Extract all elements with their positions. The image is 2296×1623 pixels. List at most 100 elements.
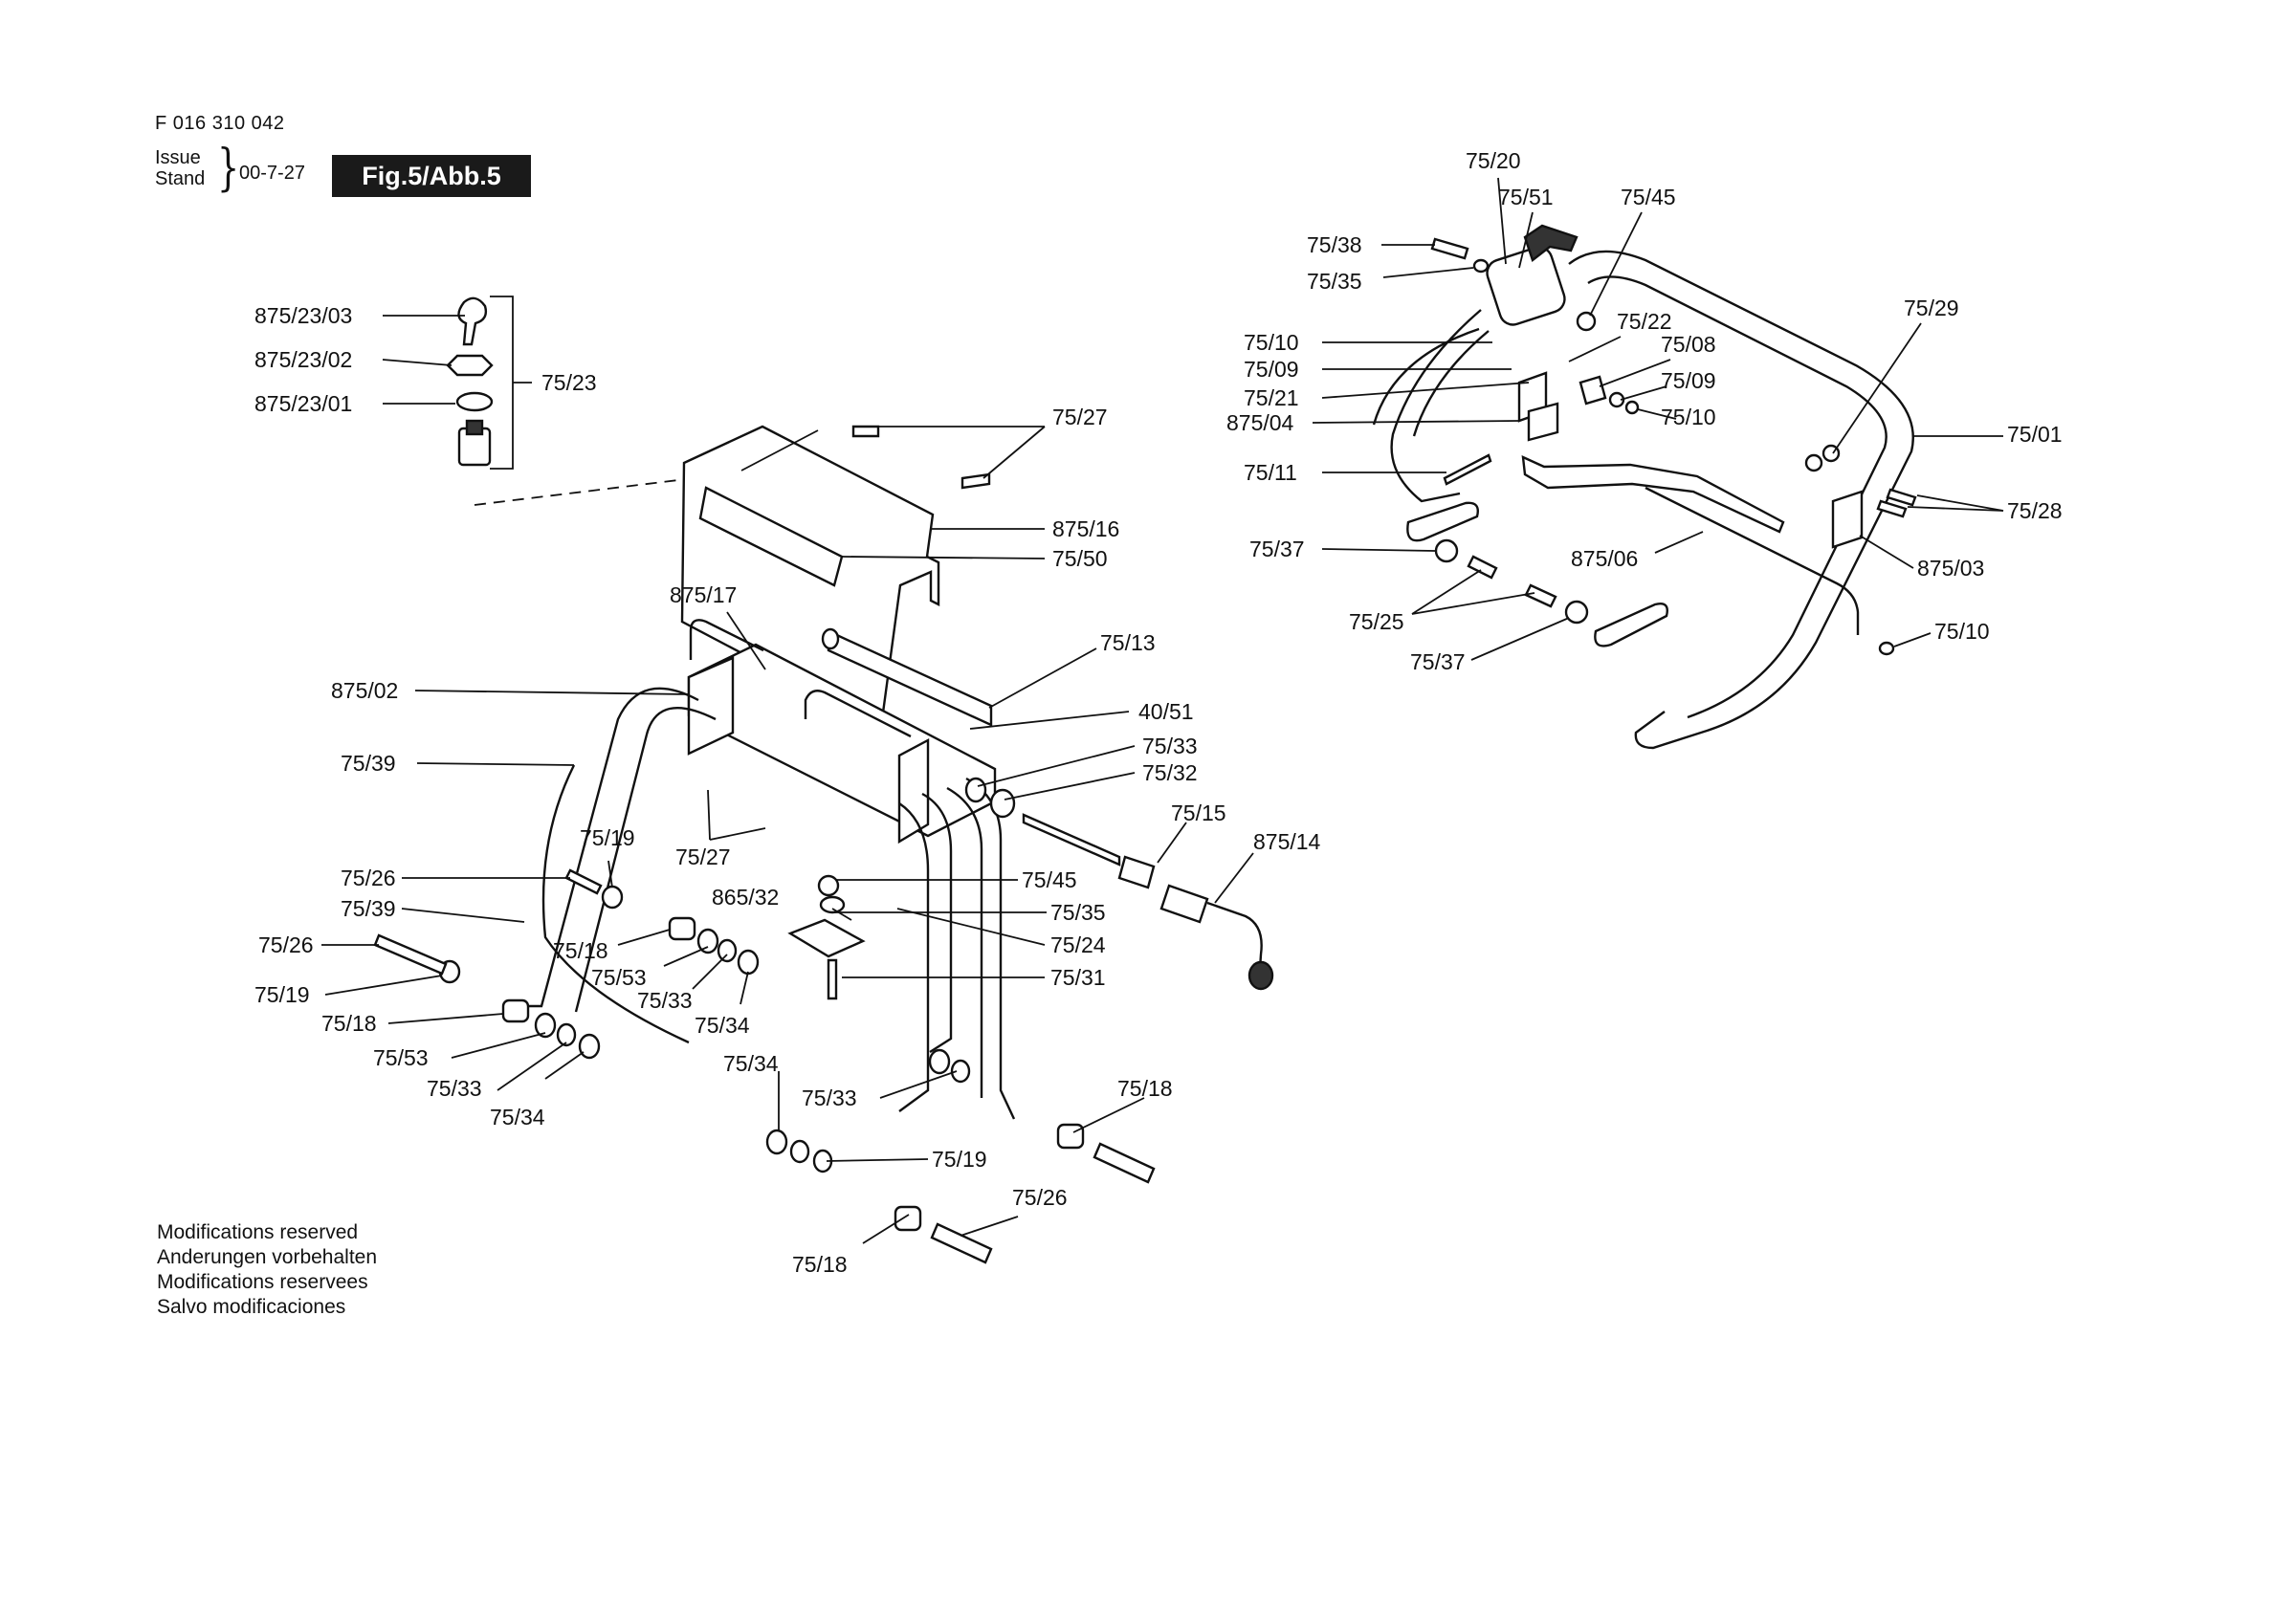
screw-75-27-a [851, 425, 880, 438]
part-label: 75/24 [1050, 932, 1106, 957]
part-label: 75/51 [1498, 185, 1554, 209]
nut-75-45 [817, 874, 840, 897]
nut-75-45-r [1576, 311, 1597, 332]
washer-75-37-b [1564, 600, 1589, 625]
part-label: 75/21 [1244, 385, 1299, 410]
screw-75-38 [1430, 237, 1469, 260]
part-label: 75/09 [1661, 368, 1716, 393]
handle-left-leg-in [1412, 330, 1490, 437]
part-label: 75/53 [373, 1045, 429, 1070]
washer-75-35 [819, 895, 846, 914]
tube-right-a [946, 786, 983, 1098]
part-label: 75/33 [427, 1076, 482, 1101]
throttle-lever [1523, 224, 1578, 262]
part-label: 875/23/02 [254, 347, 352, 372]
part-label: 75/26 [341, 866, 396, 890]
issue-stand-labels: Issue Stand [155, 147, 205, 189]
part-label: 875/14 [1253, 829, 1321, 854]
part-label: 75/20 [1466, 148, 1521, 173]
part-label: 75/37 [1410, 649, 1466, 674]
part-label: 75/18 [792, 1252, 848, 1277]
part-label: 75/19 [254, 982, 310, 1007]
figure-badge: Fig.5/Abb.5 [332, 155, 531, 197]
part-label: 75/32 [1142, 760, 1198, 785]
part-label: 75/10 [1244, 330, 1299, 355]
bracket-75-23 [490, 296, 514, 470]
cable-75-21 [1372, 327, 1480, 426]
screw-75-28-b [1876, 499, 1908, 518]
cable-knob [1247, 960, 1274, 991]
washer-75-53-a [696, 928, 719, 954]
bolt-75-26-c [1093, 1142, 1156, 1184]
cover-window [698, 486, 844, 587]
u-bolt-loop [804, 690, 912, 738]
part-label: 75/19 [932, 1147, 987, 1172]
cable-75-15 [1022, 813, 1121, 866]
screw-75-31 [827, 958, 838, 1000]
part-label: 75/26 [1012, 1185, 1068, 1210]
screw-75-27-b [960, 472, 991, 490]
part-label: 75/19 [580, 825, 635, 850]
throttle-75-20 [1486, 246, 1566, 326]
handle-75-01-inner [1587, 275, 1888, 719]
part-label: 75/31 [1050, 965, 1106, 990]
mount-plate [687, 656, 735, 756]
clip-865-32 [787, 918, 866, 958]
part-label: 75/01 [2007, 422, 2063, 447]
washer-75-53-b [534, 1012, 557, 1039]
part-label: 75/27 [1052, 405, 1108, 429]
spacer-75-18-b [501, 998, 530, 1023]
nut-75-34-a [737, 949, 760, 976]
part-label: 875/17 [670, 582, 737, 607]
part-label: 875/02 [331, 678, 398, 703]
bolt-75-25-a [1467, 555, 1498, 580]
spacer-75-18-a [668, 916, 696, 941]
washer-75-33-b [556, 1022, 577, 1047]
notice-line: Modifications reserved [157, 1221, 359, 1243]
part-label: 75/18 [553, 938, 608, 963]
washer-75-35-r [1472, 258, 1490, 274]
tube-mid-a [898, 802, 930, 1112]
cable-sleeve [1117, 855, 1156, 889]
part-label: 75/50 [1052, 546, 1108, 571]
washer-75-29-a [1804, 453, 1823, 472]
part-label: 75/33 [637, 988, 693, 1013]
nut-part [446, 354, 494, 377]
part-label: 75/27 [675, 844, 731, 869]
cable-75-39 [541, 764, 690, 1044]
part-label: 75/25 [1349, 609, 1404, 634]
part-label: 75/23 [541, 370, 597, 395]
pin-end [821, 627, 840, 650]
part-label: 75/08 [1661, 332, 1716, 357]
part-label: 75/35 [1307, 269, 1362, 294]
part-label: 40/51 [1138, 699, 1194, 724]
tube-right-b [965, 777, 1016, 1120]
tube-left-inner [574, 707, 717, 1013]
washer-part [455, 391, 494, 412]
link-plate [1406, 501, 1479, 542]
washer-75-33 [964, 777, 987, 803]
lever-875-06 [1521, 455, 1785, 534]
part-label: 75/18 [321, 1011, 377, 1036]
issue-date: 00-7-27 [239, 163, 305, 184]
part-label: 75/39 [341, 751, 396, 776]
brace-glyph: } [216, 140, 240, 197]
switch-top [465, 419, 484, 436]
part-label: 875/16 [1052, 516, 1119, 541]
part-label: 75/53 [591, 965, 647, 990]
handle-75-01-outer [1568, 250, 1914, 750]
washer-75-32 [989, 788, 1016, 819]
leader-lines [321, 177, 2004, 1244]
part-label: 75/45 [1022, 867, 1077, 892]
notice-line: Anderungen vorbehalten [157, 1246, 378, 1268]
washer-75-33-c [950, 1059, 971, 1084]
part-label: 75/34 [695, 1013, 750, 1038]
part-label: 75/39 [341, 896, 396, 921]
part-label: 75/29 [1904, 296, 1959, 320]
part-label: 865/32 [712, 885, 779, 910]
part-label: 75/28 [2007, 498, 2063, 523]
part-label: 75/34 [490, 1105, 545, 1130]
cable-sleeve-2 [1159, 884, 1209, 924]
notice-line: Salvo modificaciones [157, 1296, 346, 1318]
